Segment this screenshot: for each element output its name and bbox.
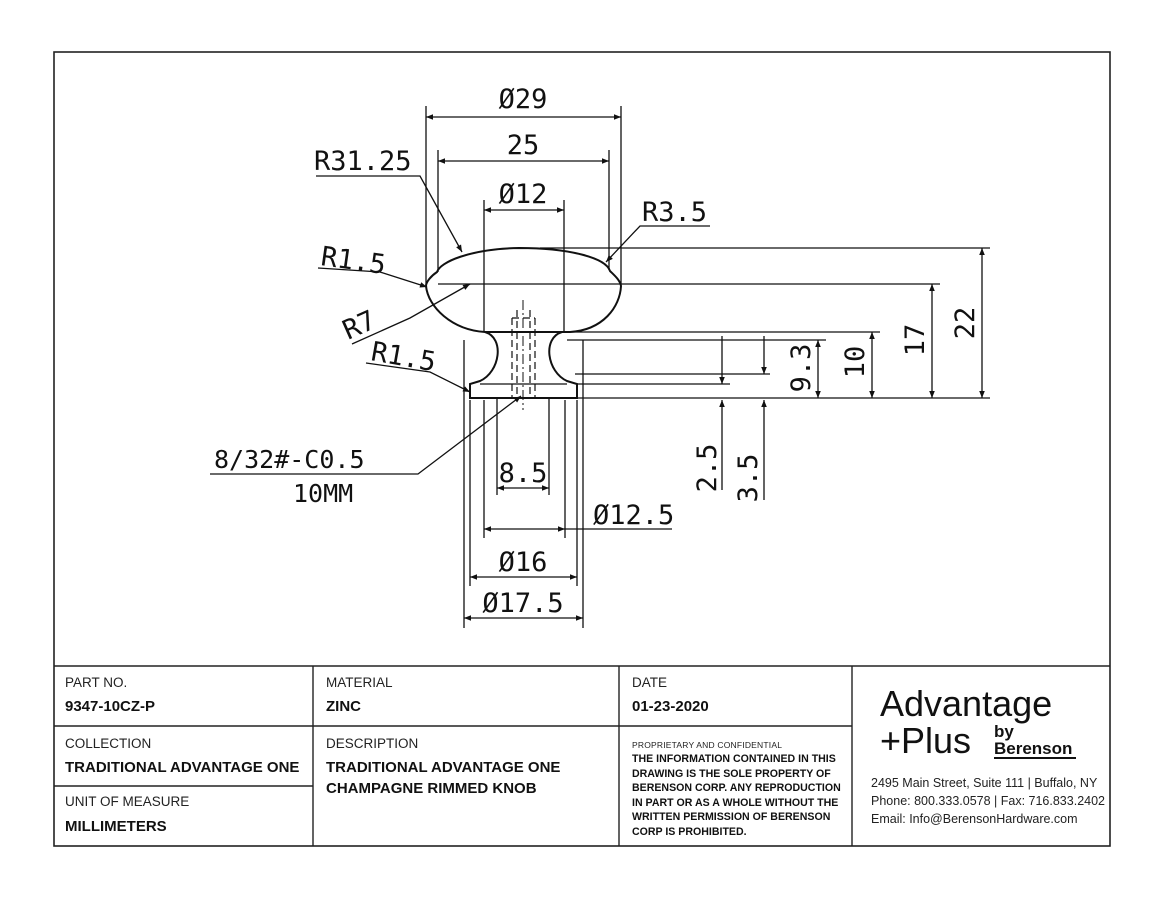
dim-edge-radius-top: R3.5: [642, 197, 707, 228]
logo-by: by: [994, 722, 1014, 741]
date-label: DATE: [632, 675, 668, 690]
leader-thread-note: [210, 395, 522, 475]
dim-rim-radius-upper: R1.5: [319, 241, 388, 281]
company-phone: Phone: 800.333.0578 | Fax: 716.833.2402: [871, 794, 1105, 808]
dim-overall-diameter: Ø29: [499, 84, 548, 115]
date-value: 01-23-2020: [632, 698, 709, 715]
material-value: ZINC: [326, 698, 361, 715]
logo-brand: Berenson: [994, 740, 1077, 759]
thread-note-line2: 10MM: [293, 479, 353, 508]
collection-value: TRADITIONAL ADVANTAGE ONE: [65, 759, 300, 776]
dim-rim-height: 3.5: [733, 454, 764, 503]
title-block-grid: [54, 666, 853, 846]
dim-foot-diameter: Ø17.5: [482, 588, 563, 619]
leader-r31-25: [316, 175, 463, 253]
thread-note-line1: 8/32#-C0.5: [214, 445, 365, 474]
dim-neck-diameter: Ø12.5: [593, 500, 674, 531]
bottom-dimensions: [463, 340, 672, 628]
dim-neck-total: 10: [840, 346, 871, 379]
unit-value: MILLIMETERS: [65, 818, 167, 835]
dim-base-diameter: Ø16: [499, 547, 548, 578]
part-no-label: PART NO.: [65, 675, 128, 690]
company-email: Email: Info@BerensonHardware.com: [871, 812, 1078, 826]
proprietary-label: PROPRIETARY AND CONFIDENTIAL: [632, 740, 783, 750]
top-dimensions: [425, 106, 622, 332]
leader-r1-5-lower: [365, 362, 471, 393]
leader-r1-5-upper: [317, 267, 428, 288]
dim-total-height: 22: [950, 307, 981, 340]
leader-r3-5: [605, 225, 710, 263]
company-address: 2495 Main Street, Suite 111 | Buffalo, N…: [871, 776, 1098, 790]
dim-neck-height: 9.3: [786, 344, 817, 393]
leader-r7: [351, 283, 471, 345]
knob-profile: [424, 246, 623, 410]
logo-advantage: Advantage: [880, 683, 1053, 724]
unit-label: UNIT OF MEASURE: [65, 794, 190, 809]
logo-plus: +Plus: [880, 720, 972, 761]
dim-inner-diameter: Ø12: [499, 179, 548, 210]
description-line2: CHAMPAGNE RIMMED KNOB: [326, 780, 537, 797]
dim-body-height: 17: [900, 324, 931, 357]
proprietary-notice: THE INFORMATION CONTAINED IN THIS DRAWIN…: [632, 753, 841, 838]
right-dimensions: [540, 247, 990, 500]
dim-hole-depth: 8.5: [499, 458, 548, 489]
dim-base-radius: R1.5: [369, 336, 438, 378]
drawing-border: [53, 51, 1111, 847]
part-no-value: 9347-10CZ-P: [65, 698, 156, 715]
description-line1: TRADITIONAL ADVANTAGE ONE: [326, 759, 561, 776]
collection-label: COLLECTION: [65, 736, 152, 751]
dim-crown-radius: R31.25: [314, 146, 412, 177]
dim-top-width: 25: [507, 130, 540, 161]
description-label: DESCRIPTION: [326, 736, 419, 751]
material-label: MATERIAL: [326, 675, 393, 690]
radius-leaders: [210, 175, 710, 475]
dim-base-thickness: 2.5: [692, 444, 723, 493]
